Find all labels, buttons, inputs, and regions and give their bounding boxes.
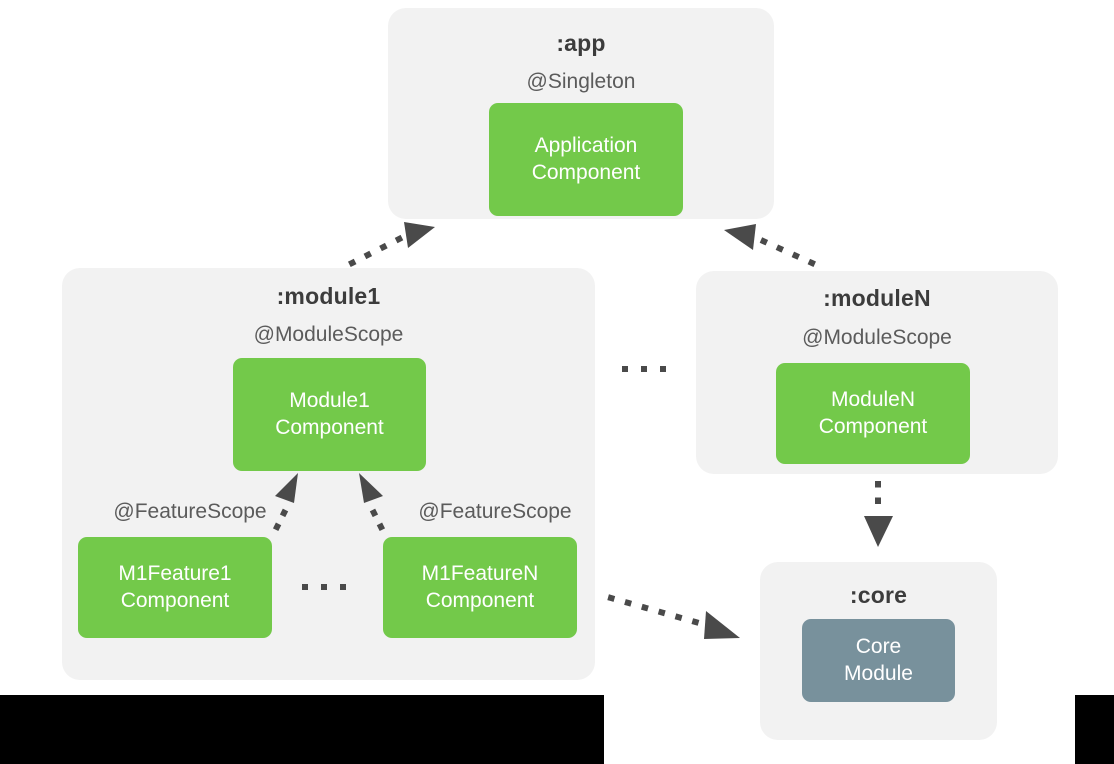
scope-label-m1feature1: @FeatureScope [113, 500, 267, 523]
module-card-core[interactable]: :core Core Module [760, 562, 997, 740]
bottom-bar-right [1075, 695, 1114, 764]
edge-module1-to-core [607, 594, 740, 639]
component-label-line2: Component [531, 160, 641, 184]
component-label: Application Component [532, 133, 641, 187]
module-ellipsis [622, 366, 666, 372]
component-m1feature1-component[interactable]: M1Feature1 Component [78, 537, 272, 638]
ellipsis-dot [622, 366, 628, 372]
scope-label-module1: @ModuleScope [253, 323, 404, 346]
component-label: Core Module [844, 634, 913, 688]
scope-label-modulen: @ModuleScope [802, 326, 952, 349]
feature-ellipsis [302, 584, 346, 590]
bottom-bar-left [0, 695, 604, 764]
module-title-module1: :module1 [276, 283, 381, 309]
module-title-core: :core [849, 582, 908, 608]
module-card-app[interactable]: :app @Singleton Application Component [388, 8, 774, 219]
component-label-line1: M1Feature1 [118, 561, 232, 585]
component-module1-component[interactable]: Module1 Component [233, 358, 426, 471]
component-label: Module1 Component [275, 388, 384, 442]
ellipsis-dot [302, 584, 308, 590]
component-label-line1: Core [855, 634, 902, 658]
edge-modulen-to-app [724, 224, 816, 267]
ellipsis-dot [641, 366, 647, 372]
component-core-module[interactable]: Core Module [802, 619, 955, 702]
component-label: ModuleN Component [819, 387, 928, 441]
component-label-line1: ModuleN [830, 387, 916, 411]
module-card-module1[interactable]: :module1 @ModuleScope Module1 Component … [62, 268, 595, 680]
component-label-line1: Module1 [289, 388, 370, 412]
component-application-component[interactable]: Application Component [489, 103, 683, 216]
component-label-line2: Component [275, 415, 384, 439]
component-label: M1FeatureN Component [422, 561, 539, 615]
scope-label-m1featuren: @FeatureScope [418, 500, 572, 523]
edge-modulen-to-core [864, 481, 893, 547]
component-m1featuren-component[interactable]: M1FeatureN Component [383, 537, 577, 638]
component-label-line2: Component [425, 588, 535, 612]
component-label-line1: M1FeatureN [421, 561, 539, 585]
component-label-line1: Application [534, 133, 638, 157]
module-title-app: :app [556, 30, 606, 56]
ellipsis-dot [340, 584, 346, 590]
ellipsis-dot [321, 584, 327, 590]
module-title-modulen: :moduleN [823, 285, 931, 311]
edge-module1-to-app [347, 222, 435, 268]
module-card-modulen[interactable]: :moduleN @ModuleScope ModuleN Component [696, 271, 1058, 474]
component-label-line2: Module [844, 661, 913, 685]
component-label: M1Feature1 Component [118, 561, 231, 615]
ellipsis-dot [660, 366, 666, 372]
component-label-line2: Component [818, 414, 928, 438]
scope-label-app: @Singleton [526, 70, 636, 93]
component-label-line2: Component [120, 588, 230, 612]
component-modulen-component[interactable]: ModuleN Component [776, 363, 970, 464]
